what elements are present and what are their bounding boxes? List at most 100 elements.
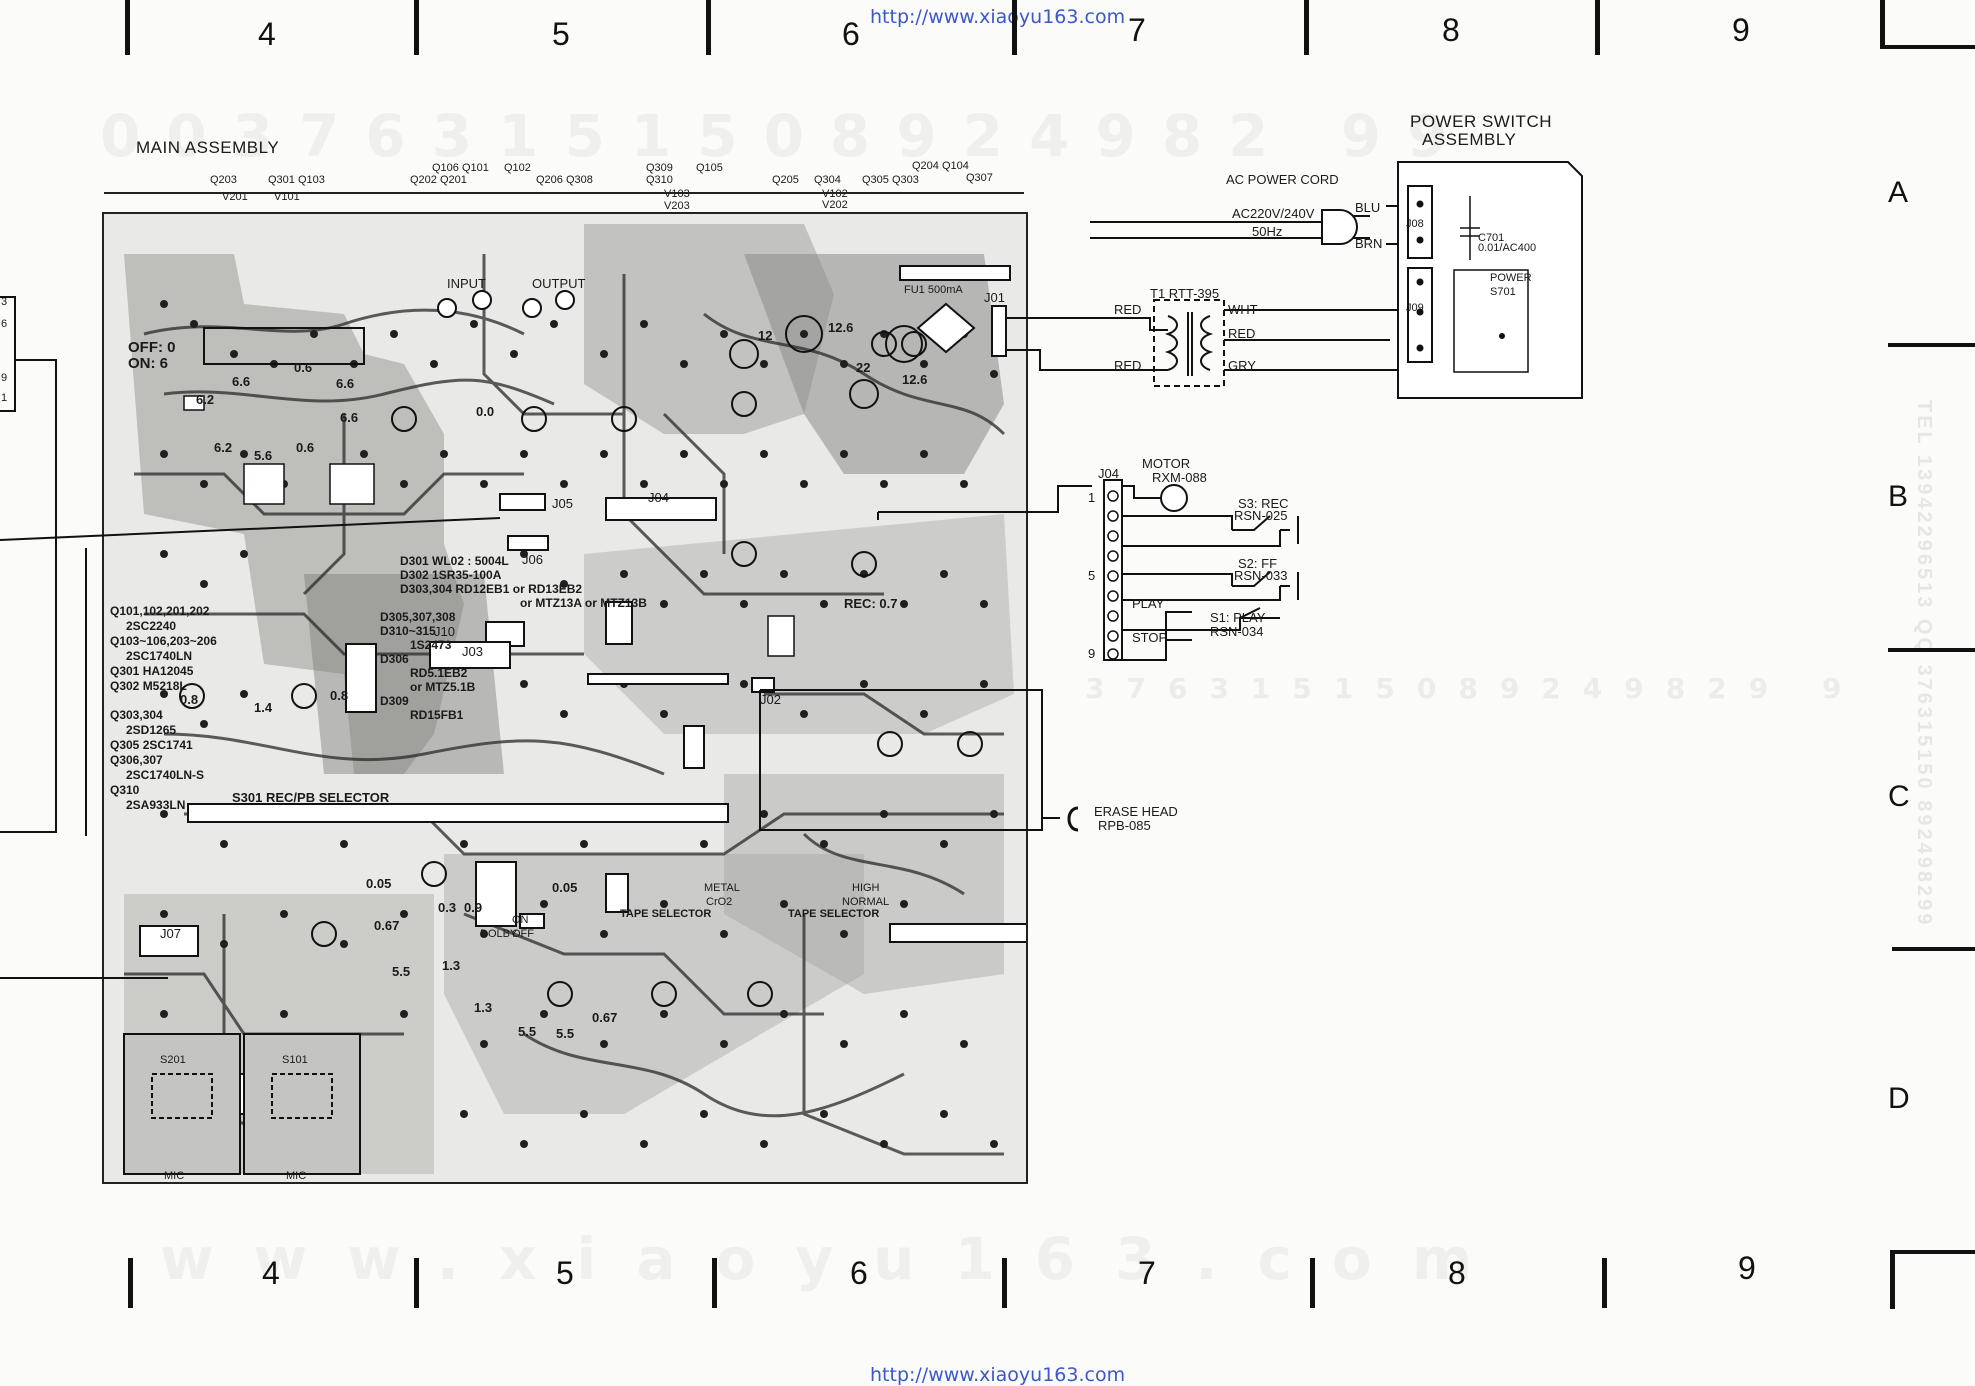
row-letter: B	[1888, 480, 1909, 513]
col-number: 5	[552, 16, 570, 52]
left-connector	[0, 296, 16, 412]
voltage: 0.05	[552, 880, 578, 895]
off-on-label: OFF: 0 ON: 6	[128, 339, 176, 372]
voltage: 0.3	[438, 900, 457, 915]
power-switch-assembly: ASSEMBLY	[1422, 130, 1517, 149]
power-switch-title: POWER SWITCH	[1410, 112, 1552, 131]
switch-s3-part: RSN-025	[1234, 508, 1288, 523]
erase-head-label: ERASE HEAD	[1094, 804, 1178, 819]
top-label: Q305 Q303	[862, 174, 919, 186]
transistor-entry: Q101,102,201,202	[110, 604, 210, 618]
top-label: Q304	[814, 174, 841, 186]
top-label: V203	[664, 200, 690, 212]
motor-part: RXM-088	[1152, 470, 1207, 485]
connector-j03: J03	[462, 644, 483, 659]
source-url-bottom[interactable]: http://www.xiaoyu163.com	[870, 1364, 1126, 1386]
voltage: 5.6	[254, 448, 273, 463]
top-label: Q204 Q104	[912, 160, 969, 172]
voltage: 0.8	[180, 692, 199, 707]
connector-j05: J05	[552, 496, 573, 511]
s201-label: S201	[160, 1054, 186, 1066]
transformer-label: T1 RTT-395	[1150, 286, 1220, 301]
ac-cord-label: AC POWER CORD	[1226, 172, 1339, 187]
c701-label: C701	[1478, 232, 1505, 244]
left-pin-label: 3	[1, 296, 8, 308]
col-tick	[125, 0, 130, 55]
top-label: V201	[222, 191, 248, 203]
voltage: 5.5	[556, 1026, 575, 1041]
switch-s3-label: S3: REC	[1238, 496, 1289, 511]
rec-voltage-label: REC: 0.7	[844, 596, 898, 611]
top-label: Q307	[966, 172, 993, 184]
top-label: Q206 Q308	[536, 174, 593, 186]
voltage: 0.0	[476, 404, 495, 419]
stop-label: STOP	[1132, 630, 1168, 645]
col-number: 4	[262, 1255, 280, 1291]
diode-entry: D306	[380, 652, 409, 666]
diode-entry: D309	[380, 694, 409, 708]
switch-s1-part: RSN-034	[1210, 624, 1264, 639]
connector-j06: J06	[522, 552, 543, 567]
wire-blu: BLU	[1355, 200, 1381, 215]
col-number: 4	[258, 16, 276, 52]
dolby-label: DOLBY	[480, 928, 518, 940]
output-label: OUTPUT	[532, 276, 586, 291]
voltage: 6.2	[214, 440, 233, 455]
top-label: Q106 Q101	[432, 162, 489, 174]
s701-label: S701	[1490, 286, 1516, 298]
diode-entry: or MTZ13A or MTZ13B	[520, 596, 647, 610]
connector-j07: J07	[160, 926, 181, 941]
col-tick	[1595, 0, 1600, 55]
transistor-entry: 2SC1740LN-S	[126, 768, 205, 782]
main-assembly-title: MAIN ASSEMBLY	[136, 138, 280, 157]
voltage: 22	[856, 360, 871, 375]
cro2-label: CrO2	[706, 896, 733, 908]
top-label: Q102	[504, 162, 531, 174]
top-label: V102	[822, 188, 848, 200]
voltage: 1.3	[474, 1000, 493, 1015]
col-tick	[1012, 0, 1017, 55]
switch-s2-part: RSN-033	[1234, 568, 1288, 583]
voltage: 12.6	[828, 320, 854, 335]
connector-j10: J10	[434, 624, 455, 639]
left-pin-label: 6	[1, 318, 8, 330]
diode-entry: D301 WL02 : 5004L	[400, 554, 509, 568]
switch-s2-label: S2: FF	[1238, 556, 1278, 571]
watermark-bottom: www.xiaoyu163.com	[160, 1225, 1513, 1293]
col-number: 5	[556, 1255, 574, 1291]
voltage: 5.5	[518, 1024, 537, 1039]
diode-entry: or MTZ5.1B	[410, 680, 476, 694]
diode-entry: D305,307,308	[380, 610, 456, 624]
top-label: Q105	[696, 162, 723, 174]
selector-label: S301 REC/PB SELECTOR	[232, 790, 390, 805]
connector-j04-pcb: J04	[648, 490, 669, 505]
voltage: 0.6	[296, 440, 315, 455]
wire-red-3: RED	[1228, 326, 1256, 341]
voltage: 6.6	[232, 374, 251, 389]
diode-entry: D303,304 RD12EB1 or RD13EB2	[400, 582, 583, 596]
top-label: Q309	[646, 162, 673, 174]
col-number: 6	[842, 16, 860, 52]
connector-j02: J02	[760, 692, 781, 707]
col-tick	[1002, 1258, 1007, 1308]
col-number: 9	[1732, 12, 1750, 48]
watermark-top: 003763151508924982 99	[100, 102, 1474, 170]
diode-entry: D310~315	[380, 624, 436, 638]
s101-label: S101	[282, 1054, 308, 1066]
connector-j01: J01	[984, 290, 1005, 305]
wire-wht: WHT	[1228, 302, 1258, 317]
top-label: V103	[664, 188, 690, 200]
motor-label: MOTOR	[1142, 456, 1191, 471]
source-url-top[interactable]: http://www.xiaoyu163.com	[870, 6, 1126, 28]
voltage: 0.6	[294, 360, 313, 375]
voltage: 12	[758, 328, 773, 343]
top-label: Q203	[210, 174, 237, 186]
input-label: INPUT	[447, 276, 486, 291]
wire-gry: GRY	[1228, 358, 1256, 373]
col-tick	[712, 1258, 717, 1308]
diode-entry: 1S2473	[410, 638, 452, 652]
voltage: 0.05	[366, 876, 392, 891]
metal-label: METAL	[704, 882, 740, 894]
col-tick	[414, 1258, 419, 1308]
